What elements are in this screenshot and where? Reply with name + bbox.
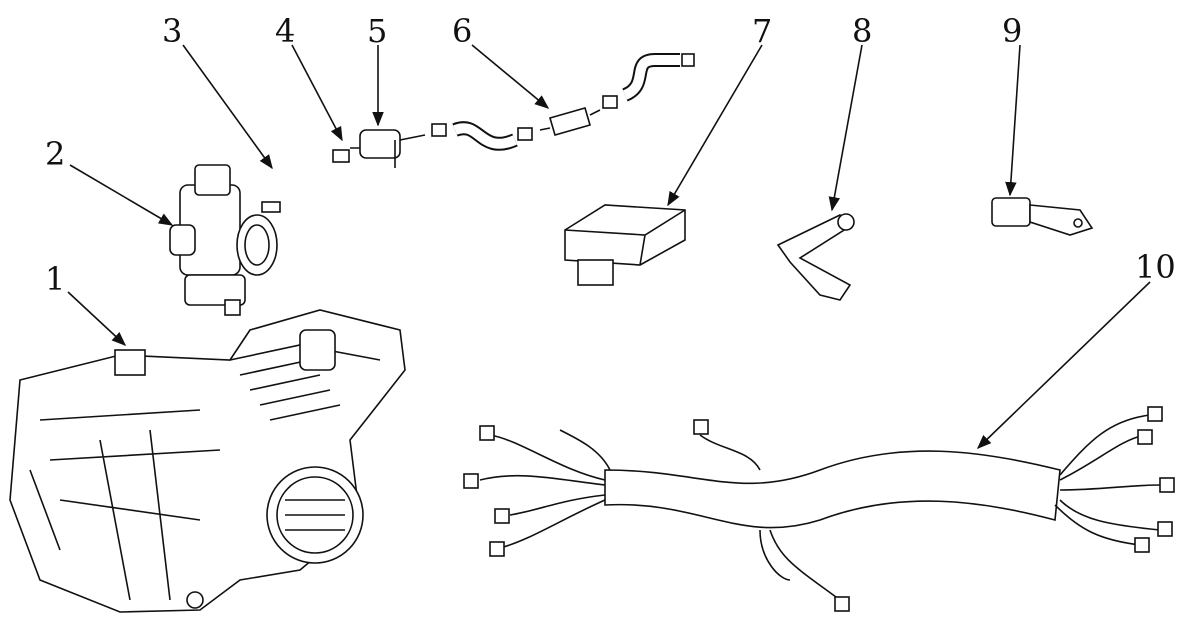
ignition-coil-part: [776, 213, 855, 301]
callout-5: 5: [367, 12, 387, 50]
spark-plug-cap-part: [881, 197, 1094, 236]
callout-9: 9: [1002, 12, 1022, 50]
callout-4: 4: [275, 12, 295, 50]
callout-6: 6: [452, 12, 472, 50]
engine-part: [9, 309, 406, 613]
callout-10: 10: [1135, 248, 1176, 286]
carburetor-part: [169, 164, 278, 316]
wiring-harness-part: [463, 406, 1175, 612]
callout-3: 3: [162, 12, 182, 50]
fuel-line-parts: [260, 53, 695, 213]
leader-lines: [67, 44, 1151, 450]
callout-8: 8: [852, 12, 872, 50]
callout-7: 7: [752, 12, 772, 50]
cdi-part: [564, 204, 686, 286]
callout-2: 2: [45, 135, 65, 173]
callout-1: 1: [45, 260, 65, 298]
